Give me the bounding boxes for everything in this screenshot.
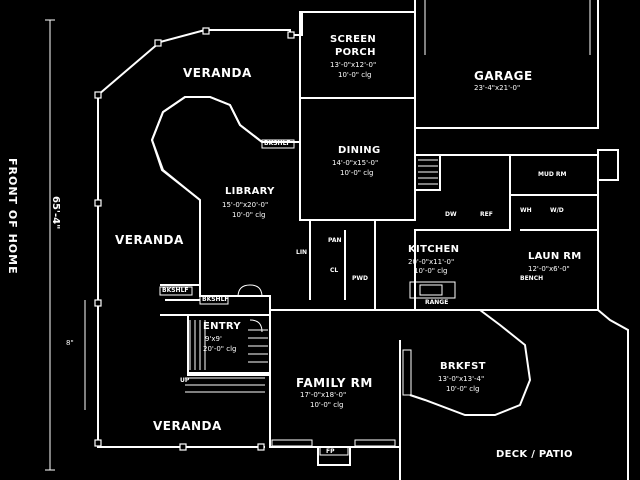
- entry-dims: 9'x9': [205, 335, 222, 343]
- service-wall: [510, 154, 599, 311]
- bkshlf-left: [159, 286, 193, 296]
- deck-outline: [399, 309, 629, 480]
- library-dims: 15'-0"x20'-0": [222, 201, 269, 209]
- bkshlf-top: [261, 139, 295, 149]
- post-7: [202, 27, 210, 35]
- front-steps: [160, 284, 200, 316]
- brkfst-clg: 10'-0" clg: [446, 385, 480, 393]
- door-swing-library: [237, 284, 263, 298]
- laundry-name: LAUN RM: [528, 251, 582, 262]
- brkfst-dims: 13'-0"x13'-4": [438, 375, 485, 383]
- screen-porch-name-2: PORCH: [335, 47, 376, 58]
- linen-tag: LIN: [296, 249, 308, 256]
- veranda-step-lines: [185, 377, 265, 393]
- garage-name: GARAGE: [474, 69, 533, 83]
- fp-hearth: [319, 446, 349, 456]
- side-dimension: 8": [66, 339, 74, 347]
- veranda-top-name: VERANDA: [183, 66, 252, 80]
- wh-tag: WH: [520, 207, 532, 214]
- window-bottom-1: [271, 439, 313, 447]
- post-1: [94, 91, 102, 99]
- post-9: [257, 443, 265, 451]
- range-tag: RANGE: [425, 299, 449, 306]
- dw-tag: DW: [445, 211, 457, 218]
- screen-porch-clg: 10'-0" clg: [338, 71, 372, 79]
- post-4: [94, 439, 102, 447]
- family-rm-dims: 17'-0"x18'-0": [300, 391, 347, 399]
- ref-tag: REF: [480, 211, 493, 218]
- rear-steps: [597, 149, 619, 181]
- pantry-tag: PAN: [328, 237, 342, 244]
- bkshlf-lower: [199, 295, 229, 305]
- window-bottom-2: [354, 439, 396, 447]
- mud-rm-name: MUD RM: [538, 171, 567, 178]
- kitchen-sink: [419, 284, 443, 296]
- garage-wall: [414, 0, 599, 129]
- kitchen-name: KITCHEN: [408, 244, 460, 255]
- kitchen-dims: 20'-0"x11'-0": [408, 258, 455, 266]
- deck-name: DECK / PATIO: [496, 449, 573, 460]
- entry-clg: 20'-0" clg: [203, 345, 237, 353]
- veranda-bottom-name: VERANDA: [153, 419, 222, 433]
- bkshlf-top-tag: BKSHLF: [264, 140, 291, 147]
- kitchen-clg: 10'-0" clg: [414, 267, 448, 275]
- screen-porch-name-1: SCREEN: [330, 34, 377, 45]
- stair-treads: [418, 159, 438, 185]
- dining-dims: 14'-0"x15'-0": [332, 159, 379, 167]
- kitchen-island: [409, 281, 456, 299]
- veranda-left-name: VERANDA: [115, 233, 184, 247]
- fp-tag: FP: [326, 448, 335, 455]
- entry-stair-treads: [189, 320, 268, 370]
- family-rm-clg: 10'-0" clg: [310, 401, 344, 409]
- wd-tag: W/D: [550, 207, 564, 214]
- post-3: [94, 299, 102, 307]
- post-8: [287, 31, 295, 39]
- pwd-tag: PWD: [352, 275, 368, 282]
- library-name: LIBRARY: [225, 186, 275, 197]
- bkshlf-left-tag: BKSHLF: [162, 287, 189, 294]
- stair-block: [415, 154, 441, 191]
- bkshlf-lower-tag: BKSHLF: [202, 296, 229, 303]
- library-clg: 10'-0" clg: [232, 211, 266, 219]
- bench-tag: BENCH: [520, 275, 544, 282]
- up-tag: UP: [180, 377, 190, 384]
- door-swing-entry: [249, 319, 263, 333]
- laundry-dims: 12'-0"x6'-0": [528, 265, 570, 273]
- post-6: [154, 39, 162, 47]
- post-2: [94, 199, 102, 207]
- garage-dims: 23'-4"x21'-0": [474, 84, 521, 92]
- entry-name: ENTRY: [203, 321, 241, 332]
- family-rm-name: FAMILY RM: [296, 376, 373, 390]
- brkfst-cabinet: [402, 349, 412, 396]
- cl-hall-tag: CL: [330, 267, 339, 274]
- dining-clg: 10'-0" clg: [340, 169, 374, 177]
- chimney: [317, 447, 351, 466]
- dining-name: DINING: [338, 145, 381, 156]
- brkfst-name: BRKFST: [440, 361, 486, 372]
- dining-wall: [299, 97, 416, 221]
- entry-wall: [187, 314, 271, 374]
- post-5: [179, 443, 187, 451]
- overall-dimension: 65'-4": [50, 196, 61, 230]
- library-bay: [150, 96, 263, 201]
- brkfst-bay: [409, 309, 532, 416]
- front-of-home-label: FRONT OF HOME: [6, 158, 19, 275]
- screen-porch-dims: 13'-0"x12'-0": [330, 61, 377, 69]
